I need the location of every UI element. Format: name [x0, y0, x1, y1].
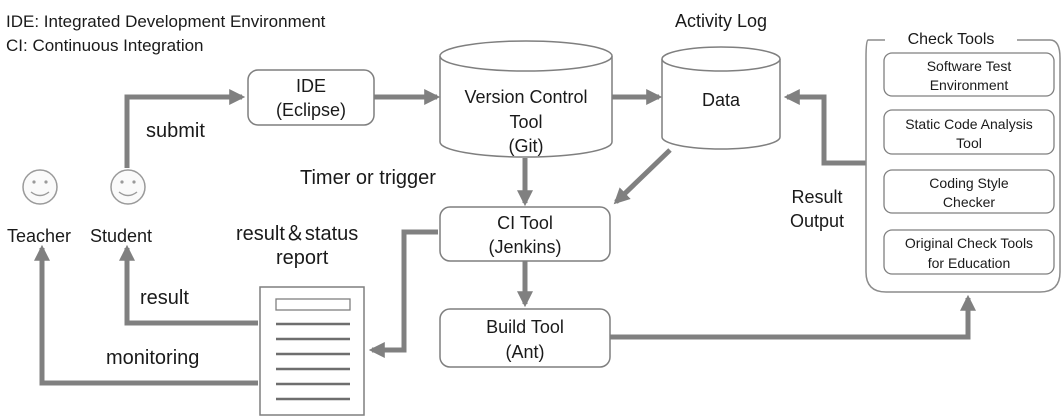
legend-ide-abbrev: IDE: Integrated Development Environment — [6, 12, 326, 31]
check-tool-item: Coding Style Checker — [883, 169, 1055, 214]
check-tool-item-line2: Tool — [956, 135, 982, 151]
build-tool-sublabel: (Ant) — [505, 342, 544, 362]
version-control-cylinder: Version Control Tool (Git) — [439, 40, 613, 158]
check-tool-item-line2: for Education — [928, 255, 1011, 271]
student-face-icon — [110, 169, 146, 205]
arrow-report-to-teacher — [33, 244, 258, 386]
legend-ci-abbrev: CI: Continuous Integration — [6, 36, 204, 55]
check-tool-item-line1: Static Code Analysis — [905, 116, 1033, 132]
check-tool-item: Static Code Analysis Tool — [883, 109, 1055, 155]
ci-tool-label: CI Tool — [497, 213, 553, 233]
ide-sublabel: (Eclipse) — [276, 100, 346, 120]
check-tool-item-line2: Environment — [930, 77, 1009, 93]
student-label: Student — [90, 226, 152, 246]
monitoring-label: monitoring — [106, 347, 199, 369]
timer-trigger-label: Timer or trigger — [300, 167, 436, 189]
data-label: Data — [702, 90, 741, 110]
arrow-student-to-ide — [124, 88, 246, 168]
vcs-label-2: Tool — [509, 112, 542, 132]
check-tool-item-line1: Coding Style — [929, 175, 1009, 191]
check-tool-item: Original Check Tools for Education — [883, 229, 1055, 275]
data-cylinder: Data — [661, 46, 781, 150]
vcs-label-1: Version Control — [464, 87, 587, 107]
ci-tool-sublabel: (Jenkins) — [488, 237, 561, 257]
ide-label: IDE — [296, 76, 326, 96]
arrow-check-tools-to-data — [783, 88, 866, 166]
build-tool-label: Build Tool — [486, 317, 564, 337]
arrow-data-to-ci — [613, 148, 672, 205]
check-tool-item-line2: Checker — [943, 194, 995, 210]
teacher-label: Teacher — [7, 226, 71, 246]
check-tools-title: Check Tools — [908, 31, 995, 48]
report-document-icon — [259, 286, 365, 416]
result-label: result — [140, 287, 189, 309]
arrow-build-to-check-tools — [610, 294, 977, 340]
arrow-report-to-student — [118, 244, 258, 326]
activity-log-label: Activity Log — [675, 11, 767, 31]
build-tool-box: Build Tool (Ant) — [439, 308, 611, 368]
teacher-face-icon — [22, 169, 58, 205]
ide-box: IDE (Eclipse) — [247, 69, 375, 126]
check-tool-item-line1: Software Test — [927, 58, 1012, 74]
result-output-label-2: Output — [790, 211, 844, 231]
check-tool-item: Software Test Environment — [883, 52, 1055, 97]
report-label: report — [276, 247, 329, 269]
submit-label: submit — [146, 120, 205, 142]
vcs-label-3: (Git) — [509, 136, 544, 156]
result-status-label: result＆status — [236, 223, 358, 245]
check-tool-item-line1: Original Check Tools — [905, 235, 1033, 251]
arrow-ci-to-report — [368, 229, 438, 359]
result-output-label-1: Result — [791, 187, 842, 207]
check-tools-panel: Check Tools Software Test Environment St… — [865, 31, 1061, 293]
ci-tool-box: CI Tool (Jenkins) — [439, 206, 611, 262]
